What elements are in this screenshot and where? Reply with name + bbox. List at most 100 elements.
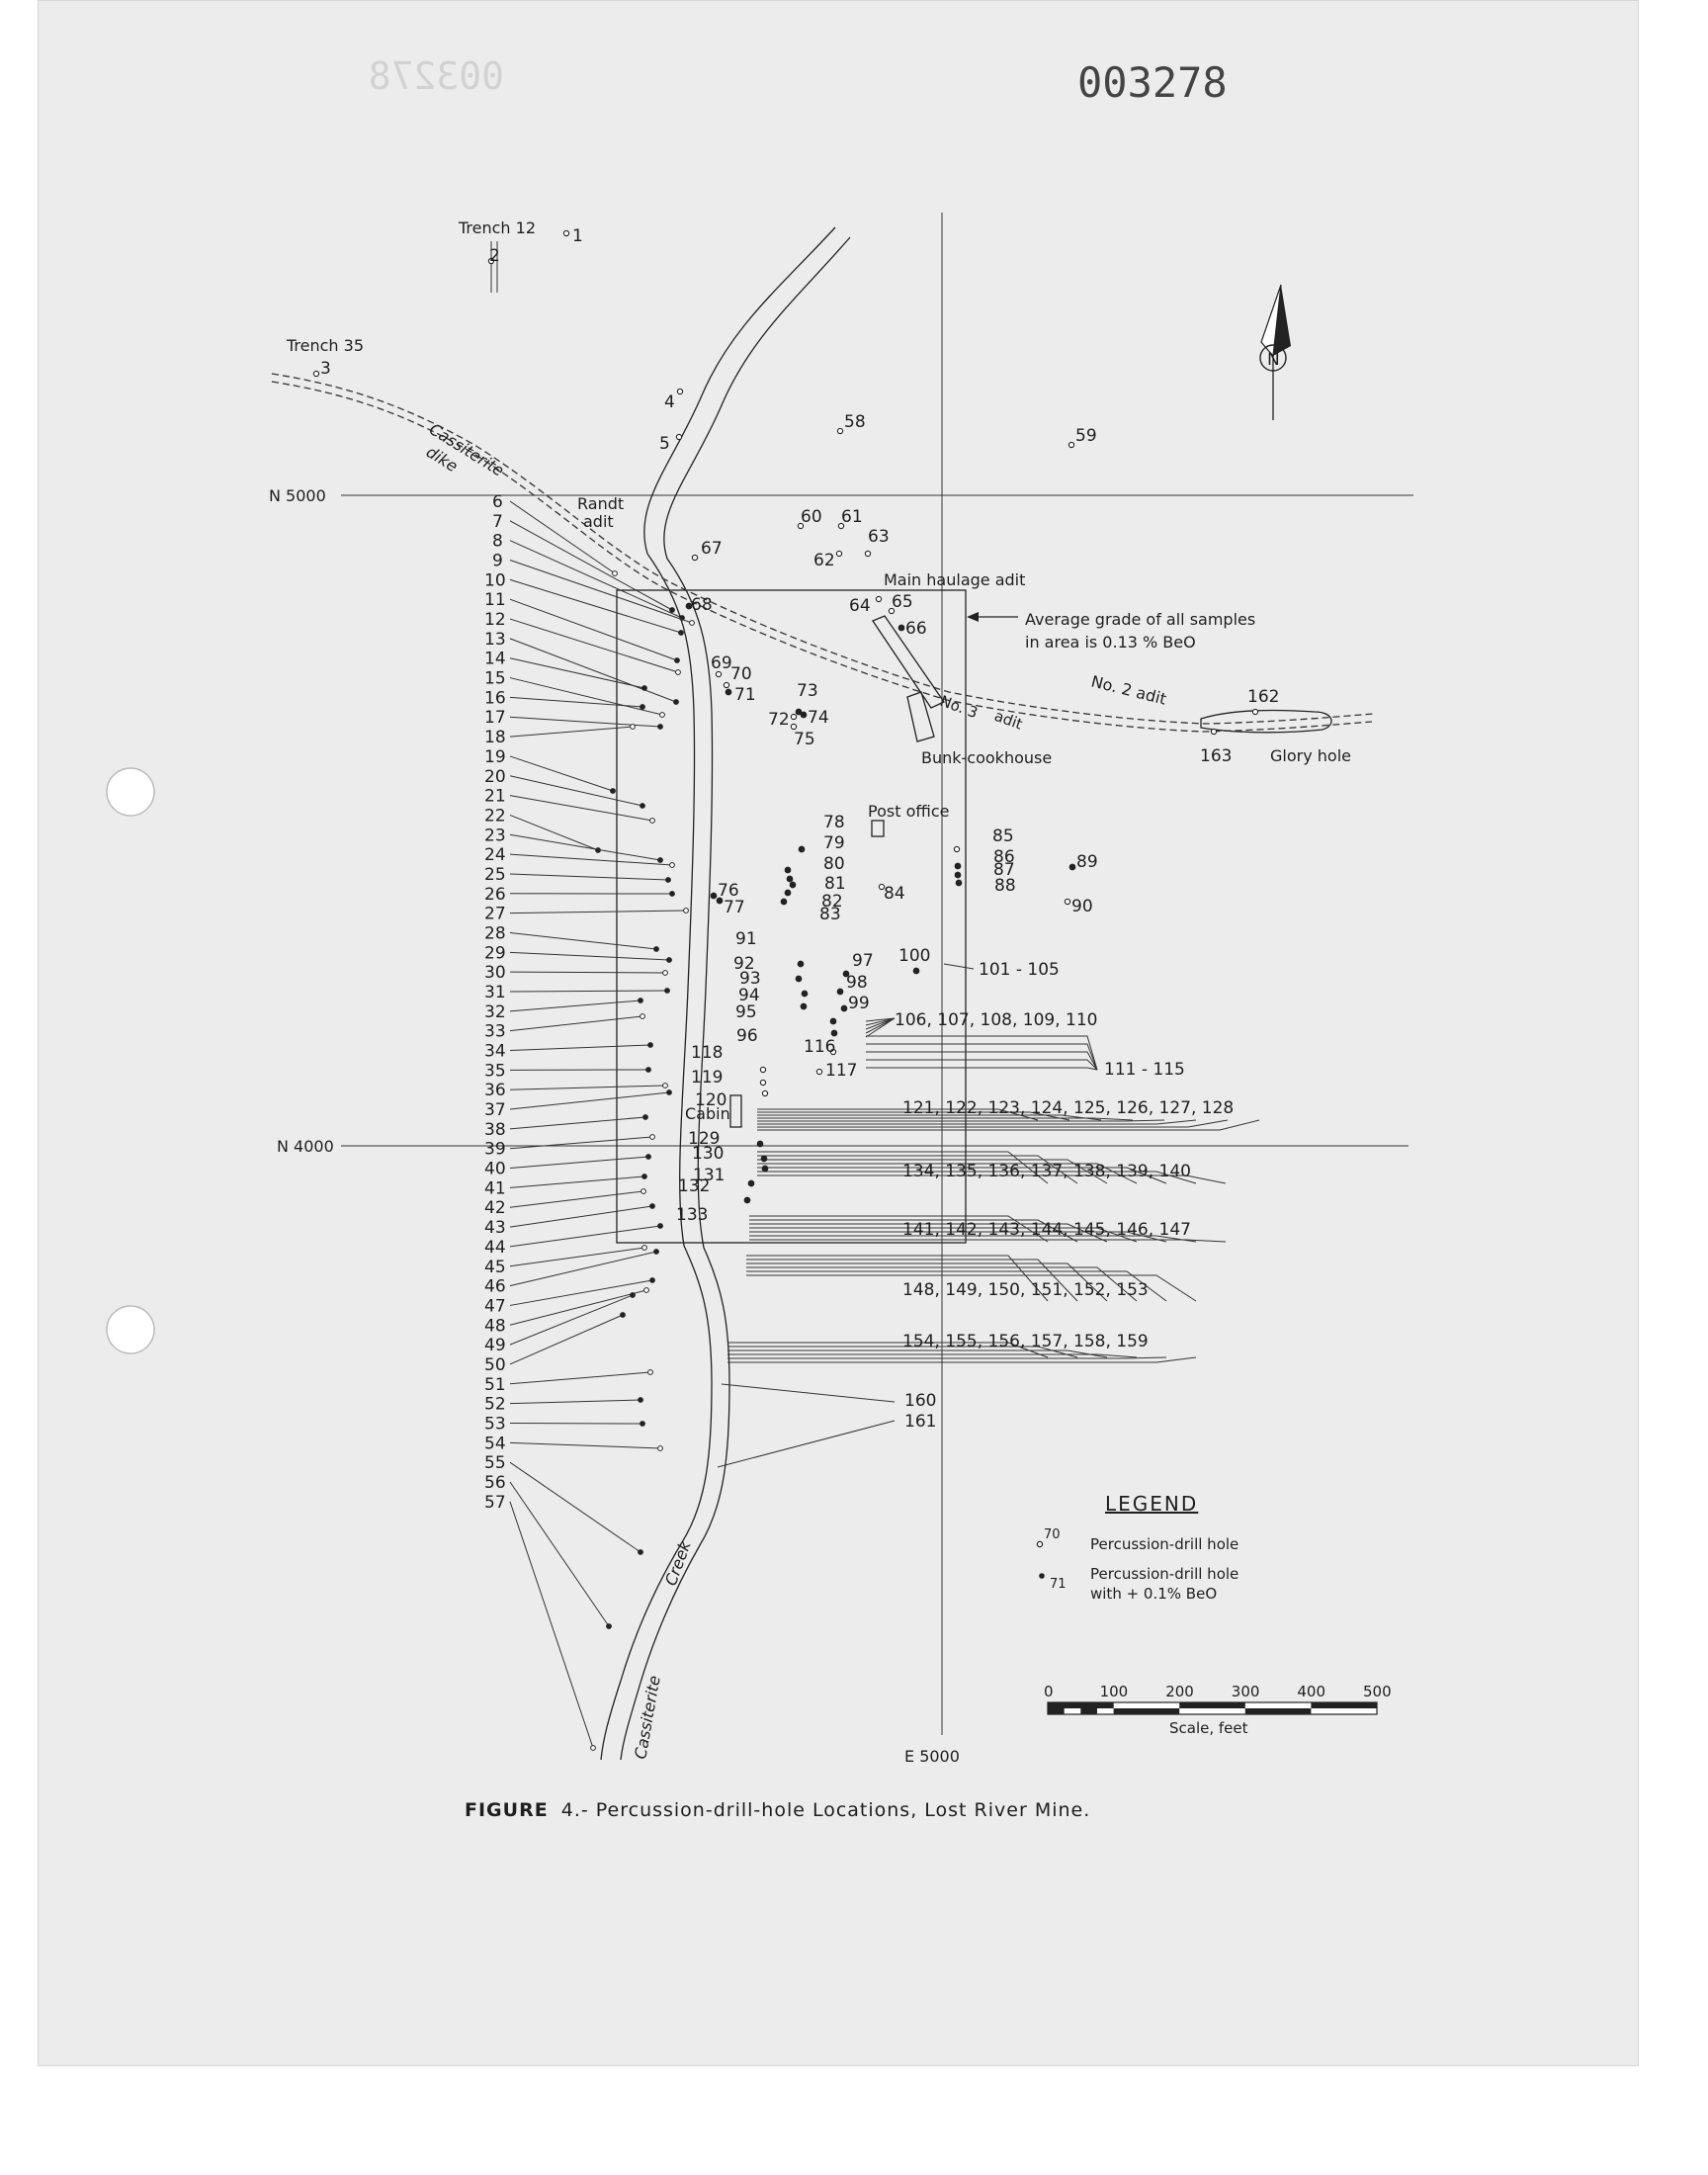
drill-hole-label: 72 xyxy=(768,710,790,730)
left-column-label: 10 xyxy=(484,570,506,590)
drill-hole-label: 89 xyxy=(1076,852,1098,872)
drill-hole-icon xyxy=(676,388,684,395)
leader-line xyxy=(509,971,666,974)
leader-line xyxy=(509,1044,651,1052)
drill-hole-icon xyxy=(829,1017,837,1025)
group-label-141: 141, 142, 143, 144, 145, 146, 147 xyxy=(902,1220,1191,1240)
leader-line xyxy=(509,1015,643,1032)
left-column-label: 45 xyxy=(484,1258,506,1277)
annotation-line-2: in area is 0.13 % BeO xyxy=(1025,633,1196,652)
leader-line xyxy=(509,1247,645,1267)
left-column-label: 7 xyxy=(492,512,503,532)
leader-line xyxy=(509,1501,594,1749)
drill-hole-icon xyxy=(897,624,905,632)
drill-hole-label: 86 xyxy=(993,847,1015,867)
leader-line xyxy=(749,1239,1227,1243)
drill-hole-label: 119 xyxy=(691,1068,723,1088)
leader-line xyxy=(509,1091,670,1110)
drill-hole-label: 61 xyxy=(841,507,863,527)
glory-hole-outline xyxy=(1200,709,1332,734)
left-column-label: 30 xyxy=(484,963,506,983)
left-column-label: 22 xyxy=(484,806,506,826)
grid-label-n4000: N 4000 xyxy=(277,1137,334,1156)
drill-hole-label: 116 xyxy=(804,1037,835,1057)
drill-hole-label: 117 xyxy=(825,1061,857,1081)
drill-hole-icon xyxy=(797,522,805,530)
group-label-101: 101 - 105 xyxy=(979,960,1060,980)
drill-hole-icon xyxy=(784,866,792,874)
legend-open-desc: Percussion-drill hole xyxy=(1090,1535,1238,1553)
leader-line xyxy=(509,618,679,673)
drill-hole-icon xyxy=(756,1140,764,1148)
left-column-label: 11 xyxy=(484,590,506,610)
drill-hole-icon xyxy=(795,975,803,983)
drill-hole-icon xyxy=(645,1154,651,1160)
drill-hole-icon xyxy=(641,1245,647,1251)
leader-line xyxy=(727,1353,1138,1358)
drill-hole-icon xyxy=(647,1369,653,1375)
drill-hole-icon xyxy=(780,898,788,906)
drill-hole-icon xyxy=(691,554,699,562)
left-column-label: 51 xyxy=(484,1375,506,1395)
leader-line xyxy=(509,910,687,914)
drill-hole-icon xyxy=(610,788,616,794)
leader-line xyxy=(757,1155,1078,1184)
leader-line xyxy=(746,1255,1049,1302)
left-column-label: 52 xyxy=(484,1395,506,1415)
leader-line xyxy=(757,1174,1227,1184)
drill-hole-label: 98 xyxy=(846,973,868,993)
drill-hole-icon xyxy=(649,818,655,824)
group-label-161: 161 xyxy=(904,1412,936,1432)
drill-hole-icon xyxy=(800,1002,808,1010)
drill-hole-icon xyxy=(710,892,718,900)
drill-hole-icon xyxy=(641,1174,647,1179)
left-column-label: 43 xyxy=(484,1218,506,1238)
leader-line xyxy=(509,1441,661,1449)
drill-hole-icon xyxy=(665,877,671,883)
randt-adit-label-2: adit xyxy=(583,512,614,531)
drill-hole-icon xyxy=(747,1179,755,1187)
drill-hole-label: 162 xyxy=(1247,687,1279,707)
drill-hole-label: 88 xyxy=(994,876,1016,896)
post-office-label: Post office xyxy=(868,802,949,821)
left-column-label: 34 xyxy=(484,1042,506,1062)
no3-adit-label-1: No. 3 xyxy=(938,692,981,722)
drill-hole-label: 4 xyxy=(664,392,675,412)
left-column-label: 12 xyxy=(484,610,506,630)
sampled-area-outline xyxy=(616,589,967,1244)
bunk-cookhouse-building xyxy=(872,615,945,709)
leader-line xyxy=(509,598,678,661)
drill-hole-label: 3 xyxy=(320,359,331,379)
leader-line xyxy=(749,1227,1138,1243)
leader-line xyxy=(757,1119,1165,1122)
left-column-label: 39 xyxy=(484,1140,506,1160)
trench-35-label: Trench 35 xyxy=(286,336,364,355)
drill-hole-label: 81 xyxy=(824,874,846,894)
left-column-label: 16 xyxy=(484,688,506,708)
drill-hole-label: 99 xyxy=(848,994,870,1013)
leader-line xyxy=(727,1356,1167,1359)
drill-hole-label: 79 xyxy=(823,833,845,853)
left-column-label: 21 xyxy=(484,787,506,807)
drill-hole-label: 5 xyxy=(659,434,670,454)
leader-line xyxy=(509,560,693,624)
post-office-building xyxy=(871,820,885,837)
creek-west-bank xyxy=(600,226,836,1761)
leader-line xyxy=(509,1000,641,1012)
left-column-label: 26 xyxy=(484,885,506,905)
left-column-label: 42 xyxy=(484,1198,506,1218)
stamp-number: 003278 xyxy=(1077,58,1228,107)
left-column-label: 6 xyxy=(492,492,503,512)
drill-hole-label: 65 xyxy=(892,592,913,612)
drill-hole-icon xyxy=(664,988,670,994)
drill-hole-label: 77 xyxy=(724,898,745,917)
legend-open-sample: 70 xyxy=(1044,1527,1061,1542)
drill-hole-label: 163 xyxy=(1200,746,1232,766)
drill-hole-icon xyxy=(638,1397,643,1403)
left-column-label: 35 xyxy=(484,1061,506,1081)
bunk-cookhouse-label: Bunk-cookhouse xyxy=(921,748,1052,767)
drill-hole-label: 92 xyxy=(733,954,755,974)
drill-hole-label: 63 xyxy=(868,527,890,547)
left-column-label: 14 xyxy=(484,650,506,669)
